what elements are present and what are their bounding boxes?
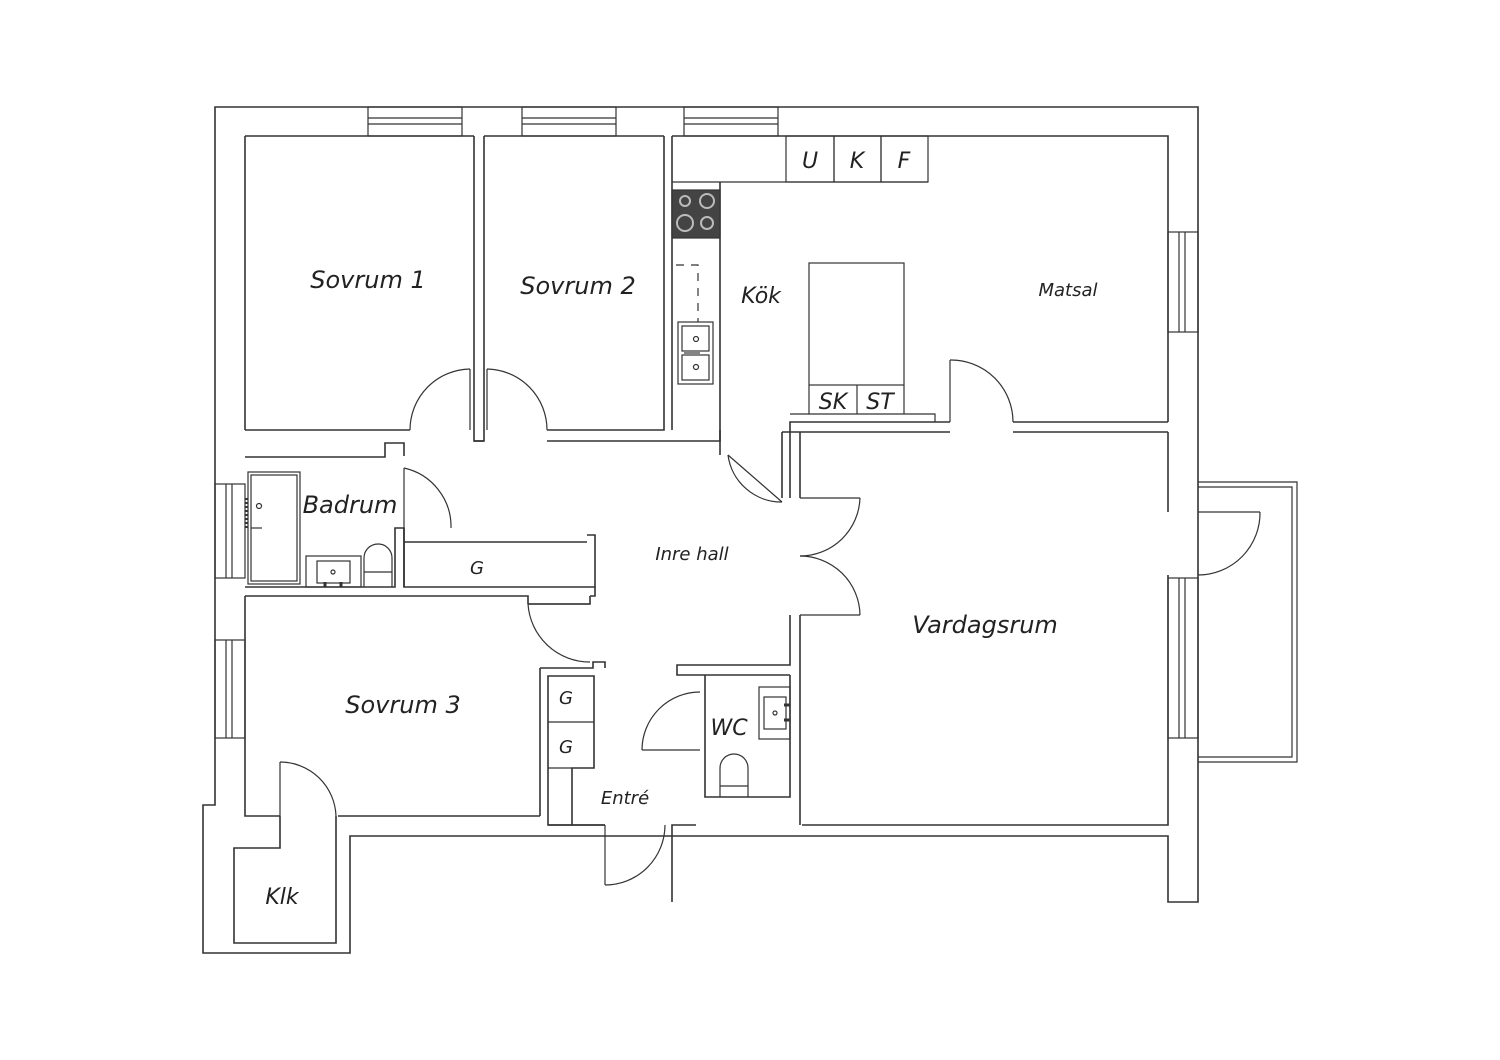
window-matsal xyxy=(1167,231,1199,333)
window-kok xyxy=(683,106,779,137)
shower-icon xyxy=(255,502,263,510)
bathroom-toilet-icon xyxy=(363,543,393,587)
door-balcony xyxy=(1197,511,1261,576)
room-label-wc: WC xyxy=(710,716,748,741)
fixture-labels: U K F SK ST G G G xyxy=(470,149,911,758)
room-label-klk: Klk xyxy=(265,885,300,910)
fixture-label-k: K xyxy=(850,149,866,174)
wc-toilet-icon xyxy=(719,753,749,797)
kitchen-fixtures xyxy=(671,135,936,422)
door-sovrum3 xyxy=(527,603,591,663)
room-label-inre-hall: Inre hall xyxy=(655,544,728,565)
bathroom-fixtures xyxy=(244,471,393,588)
windows xyxy=(214,106,1199,739)
fixture-label-sk: SK xyxy=(819,390,849,415)
kitchen-sink-icon xyxy=(677,321,714,385)
room-label-sovrum1: Sovrum 1 xyxy=(310,266,425,294)
door-klk xyxy=(279,761,337,817)
door-badrum xyxy=(403,467,452,529)
window-sovrum3 xyxy=(214,639,246,739)
window-sovrum2 xyxy=(521,106,617,137)
door-matsal xyxy=(949,359,1014,423)
door-vardagsrum-1 xyxy=(799,497,861,557)
fixture-label-f: F xyxy=(898,149,911,174)
room-label-entre: Entré xyxy=(601,788,649,809)
bathroom-sink-icon xyxy=(305,555,362,588)
balcony xyxy=(1198,481,1298,763)
room-label-sovrum2: Sovrum 2 xyxy=(520,272,635,300)
fixture-label-u: U xyxy=(802,149,818,174)
wc-fixtures xyxy=(719,686,791,797)
doors xyxy=(279,359,1261,886)
window-vardagsrum xyxy=(1167,577,1199,739)
door-sovrum2 xyxy=(486,368,548,431)
fixture-label-st: ST xyxy=(866,390,895,415)
room-label-vardagsrum: Vardagsrum xyxy=(912,611,1058,639)
door-kok xyxy=(727,454,783,503)
window-badrum xyxy=(214,483,246,579)
door-entre xyxy=(604,824,666,886)
room-label-sovrum3: Sovrum 3 xyxy=(345,691,460,719)
door-vardagsrum-2 xyxy=(799,555,861,616)
wc-sink-icon xyxy=(758,686,791,740)
fixture-label-g-hall: G xyxy=(470,558,484,579)
room-label-matsal: Matsal xyxy=(1038,280,1097,301)
room-label-kok: Kök xyxy=(741,284,782,309)
room-labels: Sovrum 1 Sovrum 2 Kök Matsal Badrum Inre… xyxy=(265,266,1097,910)
door-sovrum1 xyxy=(409,368,471,431)
door-wc xyxy=(641,691,701,751)
room-label-badrum: Badrum xyxy=(303,491,398,519)
window-sovrum1 xyxy=(367,106,463,137)
fixture-label-g-entre-1: G xyxy=(559,688,573,709)
fixture-label-g-entre-2: G xyxy=(559,737,573,758)
